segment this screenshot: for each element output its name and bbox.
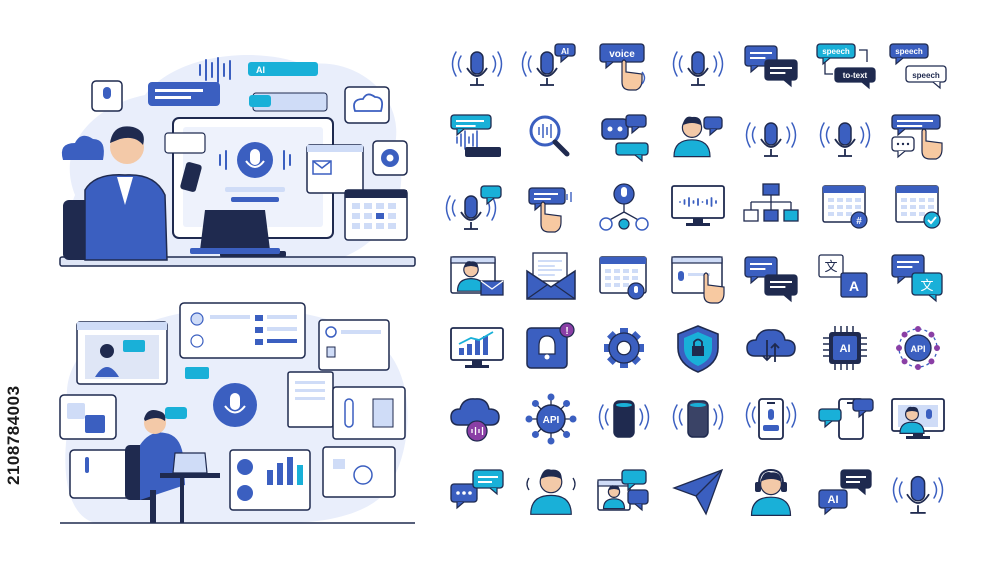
microphone-waves-icon — [445, 38, 509, 94]
voice-assistant-scene-top: AI — [59, 55, 416, 267]
monitor-chart-icon — [445, 322, 509, 378]
cloud-sync-icon — [739, 322, 803, 378]
user-avatar-icon — [519, 464, 583, 520]
security-shield-icon — [666, 322, 730, 378]
podcast-mic-icon — [886, 464, 950, 520]
chat-cursor-icon — [519, 180, 583, 236]
svg-text:#: # — [856, 216, 862, 227]
icon-label: A — [848, 278, 858, 294]
microphone-alt-icon — [813, 109, 877, 165]
hierarchy-icon — [739, 180, 803, 236]
text-to-speech-wave-icon — [445, 109, 509, 165]
voice-search-icon — [519, 109, 583, 165]
voice-tap-icon: voice — [592, 38, 656, 94]
icon-label: speech — [822, 47, 850, 56]
user-chat-icon — [666, 109, 730, 165]
svg-text:!: ! — [565, 326, 568, 337]
browser-mic-icon — [592, 251, 656, 307]
ai-chat-icon: AI — [813, 464, 877, 520]
notification-bell-icon: ! — [519, 322, 583, 378]
profile-chat-icon — [592, 464, 656, 520]
smart-speaker-alt-icon — [666, 393, 730, 449]
monitor-waveform-icon — [666, 180, 730, 236]
speech-to-text-icon: speech to-text — [813, 38, 877, 94]
cloud-audio-icon — [445, 393, 509, 449]
icon-label: AI — [839, 343, 850, 355]
microphone-chat-icon — [445, 180, 509, 236]
icon-label: AI — [827, 494, 838, 506]
icon-label: to-text — [842, 71, 867, 80]
video-call-mic-icon — [886, 393, 950, 449]
send-arrow-icon — [666, 464, 730, 520]
speech-bubbles-icon: speech speech — [886, 38, 950, 94]
microphone-ai-icon: AI — [519, 38, 583, 94]
voice-network-icon — [592, 180, 656, 236]
ai-chip-icon: AI — [813, 322, 877, 378]
calendar-check-icon — [886, 180, 950, 236]
icon-label: API — [910, 344, 925, 354]
icon-label: 文 — [920, 278, 933, 293]
settings-gear-icon — [592, 322, 656, 378]
icon-label: API — [542, 415, 559, 426]
microphone-icon — [739, 109, 803, 165]
stock-id-text: 2108784003 — [4, 385, 23, 485]
chat-bubbles-icon — [739, 38, 803, 94]
ai-bubble-label: AI — [256, 65, 265, 75]
chat-tap-icon — [886, 109, 950, 165]
icon-label: speech — [912, 71, 940, 80]
calendar-hash-icon: # — [813, 180, 877, 236]
microphone-sound-icon — [666, 38, 730, 94]
email-envelope-icon — [519, 251, 583, 307]
svg-text:文: 文 — [824, 260, 837, 275]
icon-label: speech — [895, 47, 923, 56]
chat-typing-icon — [445, 464, 509, 520]
icon-label: voice — [609, 49, 635, 60]
phone-chat-icon — [813, 393, 877, 449]
phone-mic-icon — [739, 393, 803, 449]
headset-support-icon — [739, 464, 803, 520]
api-network-icon: API — [886, 322, 950, 378]
chatbot-icon — [592, 109, 656, 165]
icon-label: AI — [561, 47, 569, 56]
voice-assistant-scene-bottom — [59, 302, 415, 524]
browser-voice-click-icon — [666, 251, 730, 307]
translate-chat-icon: 文 — [886, 251, 950, 307]
video-message-icon — [445, 251, 509, 307]
api-hub-icon: API — [519, 393, 583, 449]
smart-speaker-icon — [592, 393, 656, 449]
conversation-icon — [739, 251, 803, 307]
